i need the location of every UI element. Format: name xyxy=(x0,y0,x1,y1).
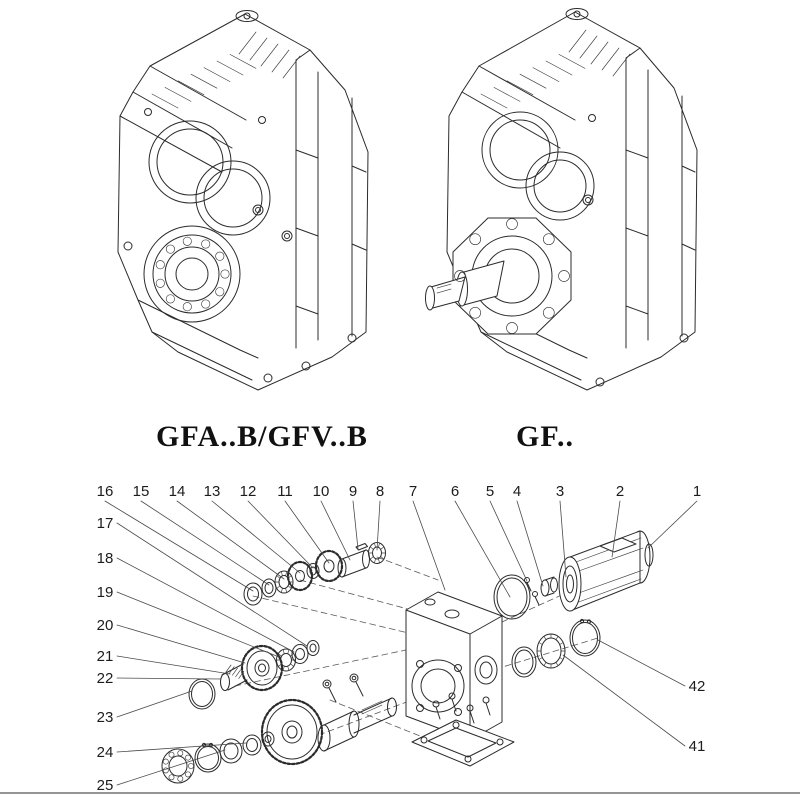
part-number-20: 20 xyxy=(97,617,114,634)
leader-line xyxy=(116,624,246,664)
leader-line xyxy=(104,500,254,592)
leader-line xyxy=(176,500,285,580)
part-number-6: 6 xyxy=(451,483,459,500)
part-number-15: 15 xyxy=(133,483,150,500)
leader-line xyxy=(116,677,222,680)
part-number-14: 14 xyxy=(169,483,186,500)
leader-line xyxy=(647,500,698,549)
leader-line xyxy=(247,500,314,569)
part-number-7: 7 xyxy=(409,483,417,500)
leader-line xyxy=(116,522,308,647)
intermediate-gear-parts xyxy=(188,640,364,710)
leader-line xyxy=(284,500,330,564)
leader-line xyxy=(116,690,193,718)
exploded-view xyxy=(161,530,654,784)
bearing-boss-1 xyxy=(148,120,232,204)
gearbox-left-drawing xyxy=(117,10,369,391)
leader-line xyxy=(116,591,280,658)
part-number-22: 22 xyxy=(97,670,114,687)
leader-line xyxy=(140,500,270,586)
leader-line xyxy=(116,749,226,786)
leader-line xyxy=(116,557,295,653)
leader-line xyxy=(376,500,381,551)
part-number-21: 21 xyxy=(97,648,114,665)
part-number-25: 25 xyxy=(97,777,114,794)
leader-line xyxy=(116,742,247,753)
leader-line xyxy=(489,500,528,582)
part-number-42: 42 xyxy=(689,678,706,695)
output-shaft xyxy=(459,260,505,307)
bearing-boss-1 xyxy=(481,111,559,189)
vent-plug xyxy=(235,10,259,22)
part-number-41: 41 xyxy=(689,738,706,755)
leader-line xyxy=(116,655,231,675)
part-number-10: 10 xyxy=(313,483,330,500)
gearbox-right-drawing xyxy=(425,8,698,391)
coupling-parts xyxy=(493,574,558,620)
mounting-plate xyxy=(411,692,515,767)
model-label-left: GFA..B/GFV..B xyxy=(156,420,368,453)
bearing-boss-2 xyxy=(195,160,271,236)
part-number-5: 5 xyxy=(486,483,494,500)
part-number-9: 9 xyxy=(349,483,357,500)
exploded-decoration xyxy=(162,542,566,782)
vent-plug xyxy=(565,8,589,20)
part-number-2: 2 xyxy=(616,483,624,500)
leader-line xyxy=(320,500,351,561)
plate-bolts xyxy=(432,692,491,724)
bearing-boss-2 xyxy=(525,151,595,221)
part-number-23: 23 xyxy=(97,709,114,726)
part-number-11: 11 xyxy=(277,483,293,500)
leader-line xyxy=(559,500,567,578)
leader-line xyxy=(611,500,621,558)
part-number-3: 3 xyxy=(556,483,564,500)
part-number-4: 4 xyxy=(513,483,521,500)
input-shaft-parts xyxy=(243,542,386,606)
part-number-18: 18 xyxy=(97,550,114,567)
part-number-1: 1 xyxy=(693,483,701,500)
part-number-17: 17 xyxy=(97,515,114,532)
part-number-24: 24 xyxy=(97,744,114,761)
lower-bearing-parts xyxy=(161,731,275,784)
leader-line xyxy=(412,500,446,591)
output-bearing-set xyxy=(511,618,601,678)
leader-line xyxy=(597,639,686,687)
model-label-right: GF.. xyxy=(516,420,574,453)
hollow-shaft-bearing xyxy=(143,225,241,323)
output-flange xyxy=(452,217,572,335)
gear-housing xyxy=(405,591,503,741)
left-drawing-decoration xyxy=(151,31,301,312)
leader-line xyxy=(562,654,686,747)
leader-line xyxy=(211,500,301,574)
right-drawing-decoration xyxy=(454,29,631,334)
leader-line xyxy=(516,500,544,587)
leader-line xyxy=(454,500,511,598)
part-number-8: 8 xyxy=(376,483,384,500)
part-number-16: 16 xyxy=(97,483,114,500)
output-gear-parts xyxy=(260,697,397,766)
part-number-13: 13 xyxy=(204,483,221,500)
leader-line xyxy=(352,500,359,550)
part-number-12: 12 xyxy=(240,483,257,500)
part-number-19: 19 xyxy=(97,584,114,601)
input-motor-unit xyxy=(558,530,654,612)
